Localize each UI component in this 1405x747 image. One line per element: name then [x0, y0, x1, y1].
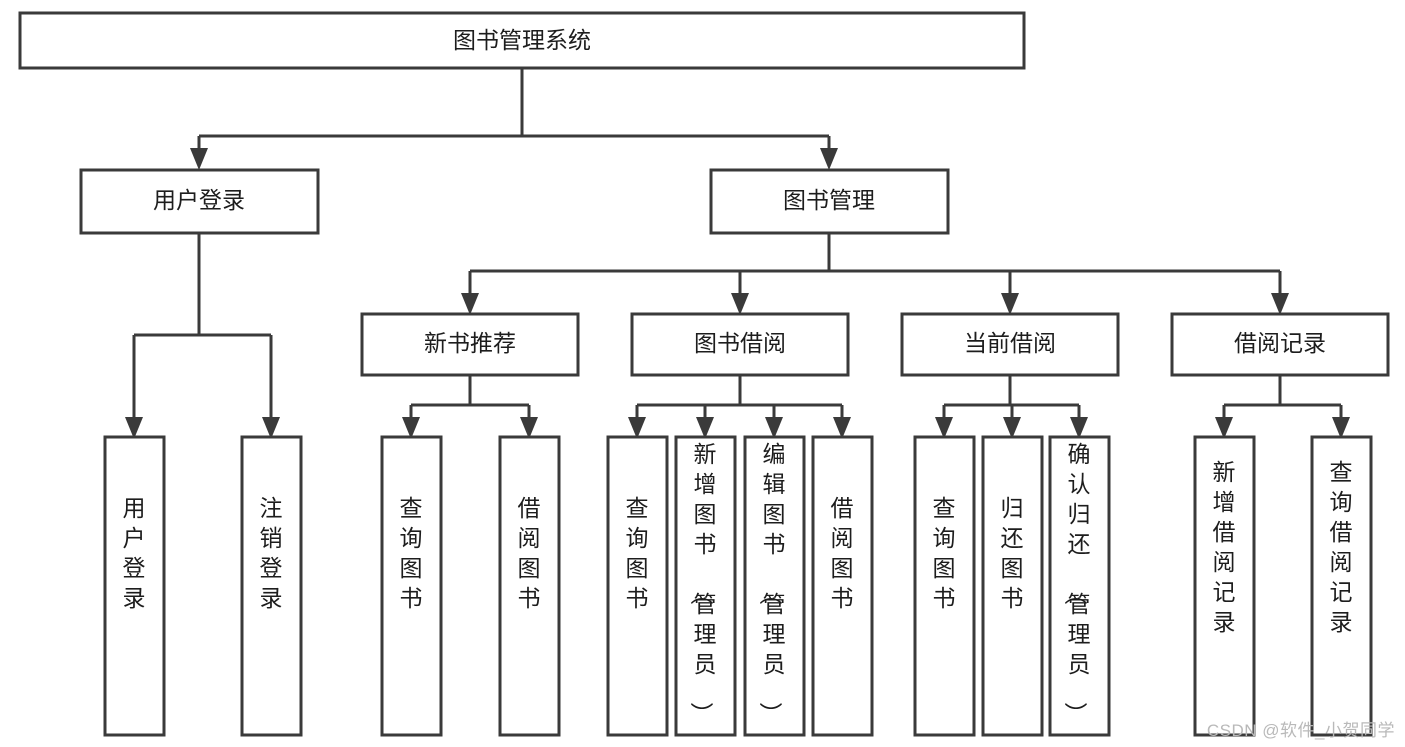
node-new-book-rec-label: 新书推荐 [424, 330, 516, 356]
node-leaf-user-logout-box[interactable] [240, 435, 303, 737]
arrow-root-to-book-manage [820, 148, 838, 170]
node-root-label: 图书管理系统 [453, 27, 591, 53]
node-leaf-query-book-3-label: 查询图书 [933, 495, 956, 611]
node-leaf-edit-book[interactable]: 编辑图书（管理员） [743, 435, 806, 737]
arrow-bookmanage-l2-1 [461, 293, 479, 315]
node-leaf-user-logout-label: 注销登录 [260, 495, 283, 611]
node-leaf-query-book-3[interactable]: 查询图书 [913, 435, 976, 737]
node-leaf-borrow-book-1-label: 借阅图书 [518, 495, 541, 611]
csdn-watermark: CSDN @软件_小贺同学 [1206, 721, 1395, 740]
node-leaf-borrow-book-2-box[interactable] [811, 435, 874, 737]
node-new-book-rec-box[interactable] [360, 312, 580, 377]
node-root-box[interactable] [18, 11, 1026, 70]
arrow-root-to-user-login [190, 148, 208, 170]
node-borrow-record-label: 借阅记录 [1234, 330, 1326, 356]
node-current-borrow[interactable]: 当前借阅 [900, 312, 1120, 377]
node-leaf-return-book[interactable]: 归还图书 [981, 435, 1044, 737]
node-leaf-query-record[interactable]: 查询借阅记录 [1310, 435, 1373, 737]
node-leaf-query-book-2[interactable]: 查询图书 [606, 435, 669, 737]
arrow-bookmanage-l2-2 [731, 293, 749, 315]
node-root[interactable]: 图书管理系统 [18, 11, 1026, 70]
arrow-bookmanage-l2-3 [1001, 293, 1019, 315]
node-borrow-record[interactable]: 借阅记录 [1170, 312, 1390, 377]
node-leaf-add-book-label: 新增图书（管理员） [689, 441, 717, 725]
node-leaf-add-record-label: 新增借阅记录 [1213, 459, 1236, 635]
node-leaf-confirm-return-box[interactable] [1048, 435, 1111, 737]
node-leaf-user-logout[interactable]: 注销登录 [240, 435, 303, 737]
node-book-manage[interactable]: 图书管理 [709, 168, 950, 235]
node-leaf-query-book-2-box[interactable] [606, 435, 669, 737]
node-leaf-borrow-book-2[interactable]: 借阅图书 [811, 435, 874, 737]
node-book-borrow-label: 图书借阅 [694, 330, 786, 356]
node-leaf-edit-book-label: 编辑图书（管理员） [758, 441, 786, 725]
node-book-manage-box[interactable] [709, 168, 950, 235]
node-leaf-add-record-box[interactable] [1193, 435, 1256, 737]
node-leaf-add-book-box[interactable] [674, 435, 737, 737]
node-current-borrow-label: 当前借阅 [964, 330, 1056, 356]
node-new-book-rec[interactable]: 新书推荐 [360, 312, 580, 377]
node-leaf-return-book-label: 归还图书 [1001, 495, 1024, 611]
node-leaf-query-record-box[interactable] [1310, 435, 1373, 737]
node-leaf-query-record-label: 查询借阅记录 [1330, 459, 1353, 635]
node-book-borrow[interactable]: 图书借阅 [630, 312, 850, 377]
node-leaf-user-login-box[interactable] [103, 435, 166, 737]
node-leaf-borrow-book-2-label: 借阅图书 [831, 495, 854, 611]
node-leaf-borrow-book-1[interactable]: 借阅图书 [498, 435, 561, 737]
node-user-login[interactable]: 用户登录 [79, 168, 320, 235]
node-leaf-query-book-2-label: 查询图书 [626, 495, 649, 611]
node-user-login-label: 用户登录 [153, 187, 245, 213]
node-leaf-query-book-1-box[interactable] [380, 435, 443, 737]
node-leaf-confirm-return[interactable]: 确认归还（管理员） [1048, 435, 1111, 737]
node-book-borrow-box[interactable] [630, 312, 850, 377]
node-borrow-record-box[interactable] [1170, 312, 1390, 377]
node-current-borrow-box[interactable] [900, 312, 1120, 377]
node-leaf-borrow-book-1-box[interactable] [498, 435, 561, 737]
node-leaf-confirm-return-label: 确认归还（管理员） [1063, 441, 1091, 725]
node-leaf-user-login-label: 用户登录 [123, 495, 146, 611]
node-leaf-return-book-box[interactable] [981, 435, 1044, 737]
node-user-login-box[interactable] [79, 168, 320, 235]
node-leaf-edit-book-box[interactable] [743, 435, 806, 737]
node-leaf-query-book-1-label: 查询图书 [400, 495, 423, 611]
node-leaf-user-login[interactable]: 用户登录 [103, 435, 166, 737]
node-leaf-add-record[interactable]: 新增借阅记录 [1193, 435, 1256, 737]
node-leaf-query-book-3-box[interactable] [913, 435, 976, 737]
node-leaf-query-book-1[interactable]: 查询图书 [380, 435, 443, 737]
node-leaf-add-book[interactable]: 新增图书（管理员） [674, 435, 737, 737]
connector-layer [125, 68, 1350, 439]
arrow-bookmanage-l2-4 [1271, 293, 1289, 315]
node-book-manage-label: 图书管理 [783, 187, 875, 213]
